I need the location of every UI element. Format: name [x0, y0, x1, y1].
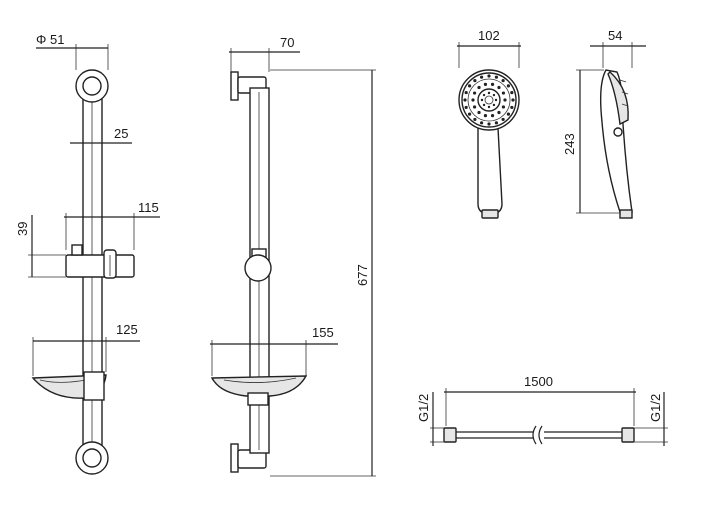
nozzle-dot: [497, 85, 501, 90]
nozzle-dot: [492, 93, 496, 97]
hand-shower-front-view: [458, 69, 520, 219]
dim-label-hose-thread-left: G1/2: [416, 394, 431, 422]
nozzle-dot: [492, 103, 496, 107]
nozzle-dot: [463, 98, 467, 102]
dim-label-dish-width-side: 155: [312, 325, 334, 340]
nozzle-dot: [490, 82, 495, 86]
shower-nozzles: [463, 74, 515, 126]
nozzle-dot: [490, 114, 495, 118]
nozzle-dot: [487, 91, 491, 95]
dim-rail-length: 677: [270, 69, 376, 477]
rail-front-view: [31, 69, 135, 475]
nozzle-dot: [473, 78, 477, 83]
dim-hose-length: 1500: [444, 374, 636, 426]
nozzle-dot: [477, 110, 481, 115]
hose: [443, 425, 635, 445]
nozzle-dot: [501, 91, 506, 95]
dim-rail-diameter: Φ 51: [36, 32, 109, 70]
nozzle-dot: [494, 121, 499, 125]
dim-label-rail-depth: 70: [280, 35, 294, 50]
nozzle-dot: [501, 78, 505, 83]
nozzle-dot: [501, 117, 505, 122]
nozzle-dot: [506, 84, 511, 88]
dim-label-rail-diameter: Φ 51: [36, 32, 64, 47]
nozzle-dot: [494, 75, 499, 79]
dim-holder-width: 115: [64, 200, 160, 250]
dim-head-length: 243: [562, 69, 620, 214]
dim-head-width: 102: [457, 28, 521, 68]
nozzle-dot: [487, 74, 491, 78]
nozzle-dot: [479, 121, 484, 125]
nozzle-dot: [480, 98, 484, 102]
nozzle-dot: [510, 105, 514, 110]
nozzle-dot: [479, 75, 484, 79]
nozzle-dot: [487, 105, 491, 109]
dim-dish-width-front: 125: [32, 322, 140, 376]
dim-label-dish-width-front: 125: [116, 322, 138, 337]
dim-hose-thread-left: G1/2: [416, 392, 444, 446]
nozzle-dot: [464, 90, 468, 95]
nozzle-dot: [467, 84, 472, 88]
nozzle-dot: [473, 117, 477, 122]
dim-label-head-width: 102: [478, 28, 500, 43]
nozzle-dot: [494, 98, 498, 102]
dim-label-head-length: 243: [562, 133, 577, 155]
dim-label-holder-height: 39: [15, 222, 30, 236]
dim-dish-width-side: 155: [210, 325, 338, 376]
dim-rail-depth: 70: [229, 35, 300, 72]
dim-label-rail-width: 25: [114, 126, 128, 141]
nozzle-dot: [506, 112, 511, 116]
dim-label-hose-length: 1500: [524, 374, 553, 389]
nozzle-dot: [483, 114, 488, 118]
hand-shower-side-view: [599, 69, 633, 219]
nozzle-dot: [501, 105, 506, 109]
nozzle-dot: [482, 103, 486, 107]
nozzle-dot: [511, 98, 515, 102]
dim-head-depth: 54: [590, 28, 646, 68]
dim-label-rail-length: 677: [355, 264, 370, 286]
nozzle-dot: [510, 90, 514, 95]
nozzle-dot: [472, 91, 477, 95]
dim-rail-width: 25: [70, 126, 132, 144]
nozzle-dot: [464, 105, 468, 110]
dim-label-head-depth: 54: [608, 28, 622, 43]
nozzle-dot: [497, 110, 501, 115]
dim-hose-thread-right: G1/2: [634, 392, 668, 446]
nozzle-dot: [477, 85, 481, 90]
nozzle-dot: [482, 93, 486, 97]
dim-label-holder-width: 115: [138, 200, 159, 215]
nozzle-dot: [472, 105, 477, 109]
nozzle-dot: [503, 98, 507, 102]
dim-label-hose-thread-right: G1/2: [648, 394, 663, 422]
nozzle-dot: [487, 122, 491, 126]
nozzle-dot: [467, 112, 472, 116]
dim-holder-height: 39: [15, 215, 66, 278]
nozzle-dot: [483, 82, 488, 86]
nozzle-dot: [471, 98, 475, 102]
rail-side-view: [210, 71, 308, 473]
